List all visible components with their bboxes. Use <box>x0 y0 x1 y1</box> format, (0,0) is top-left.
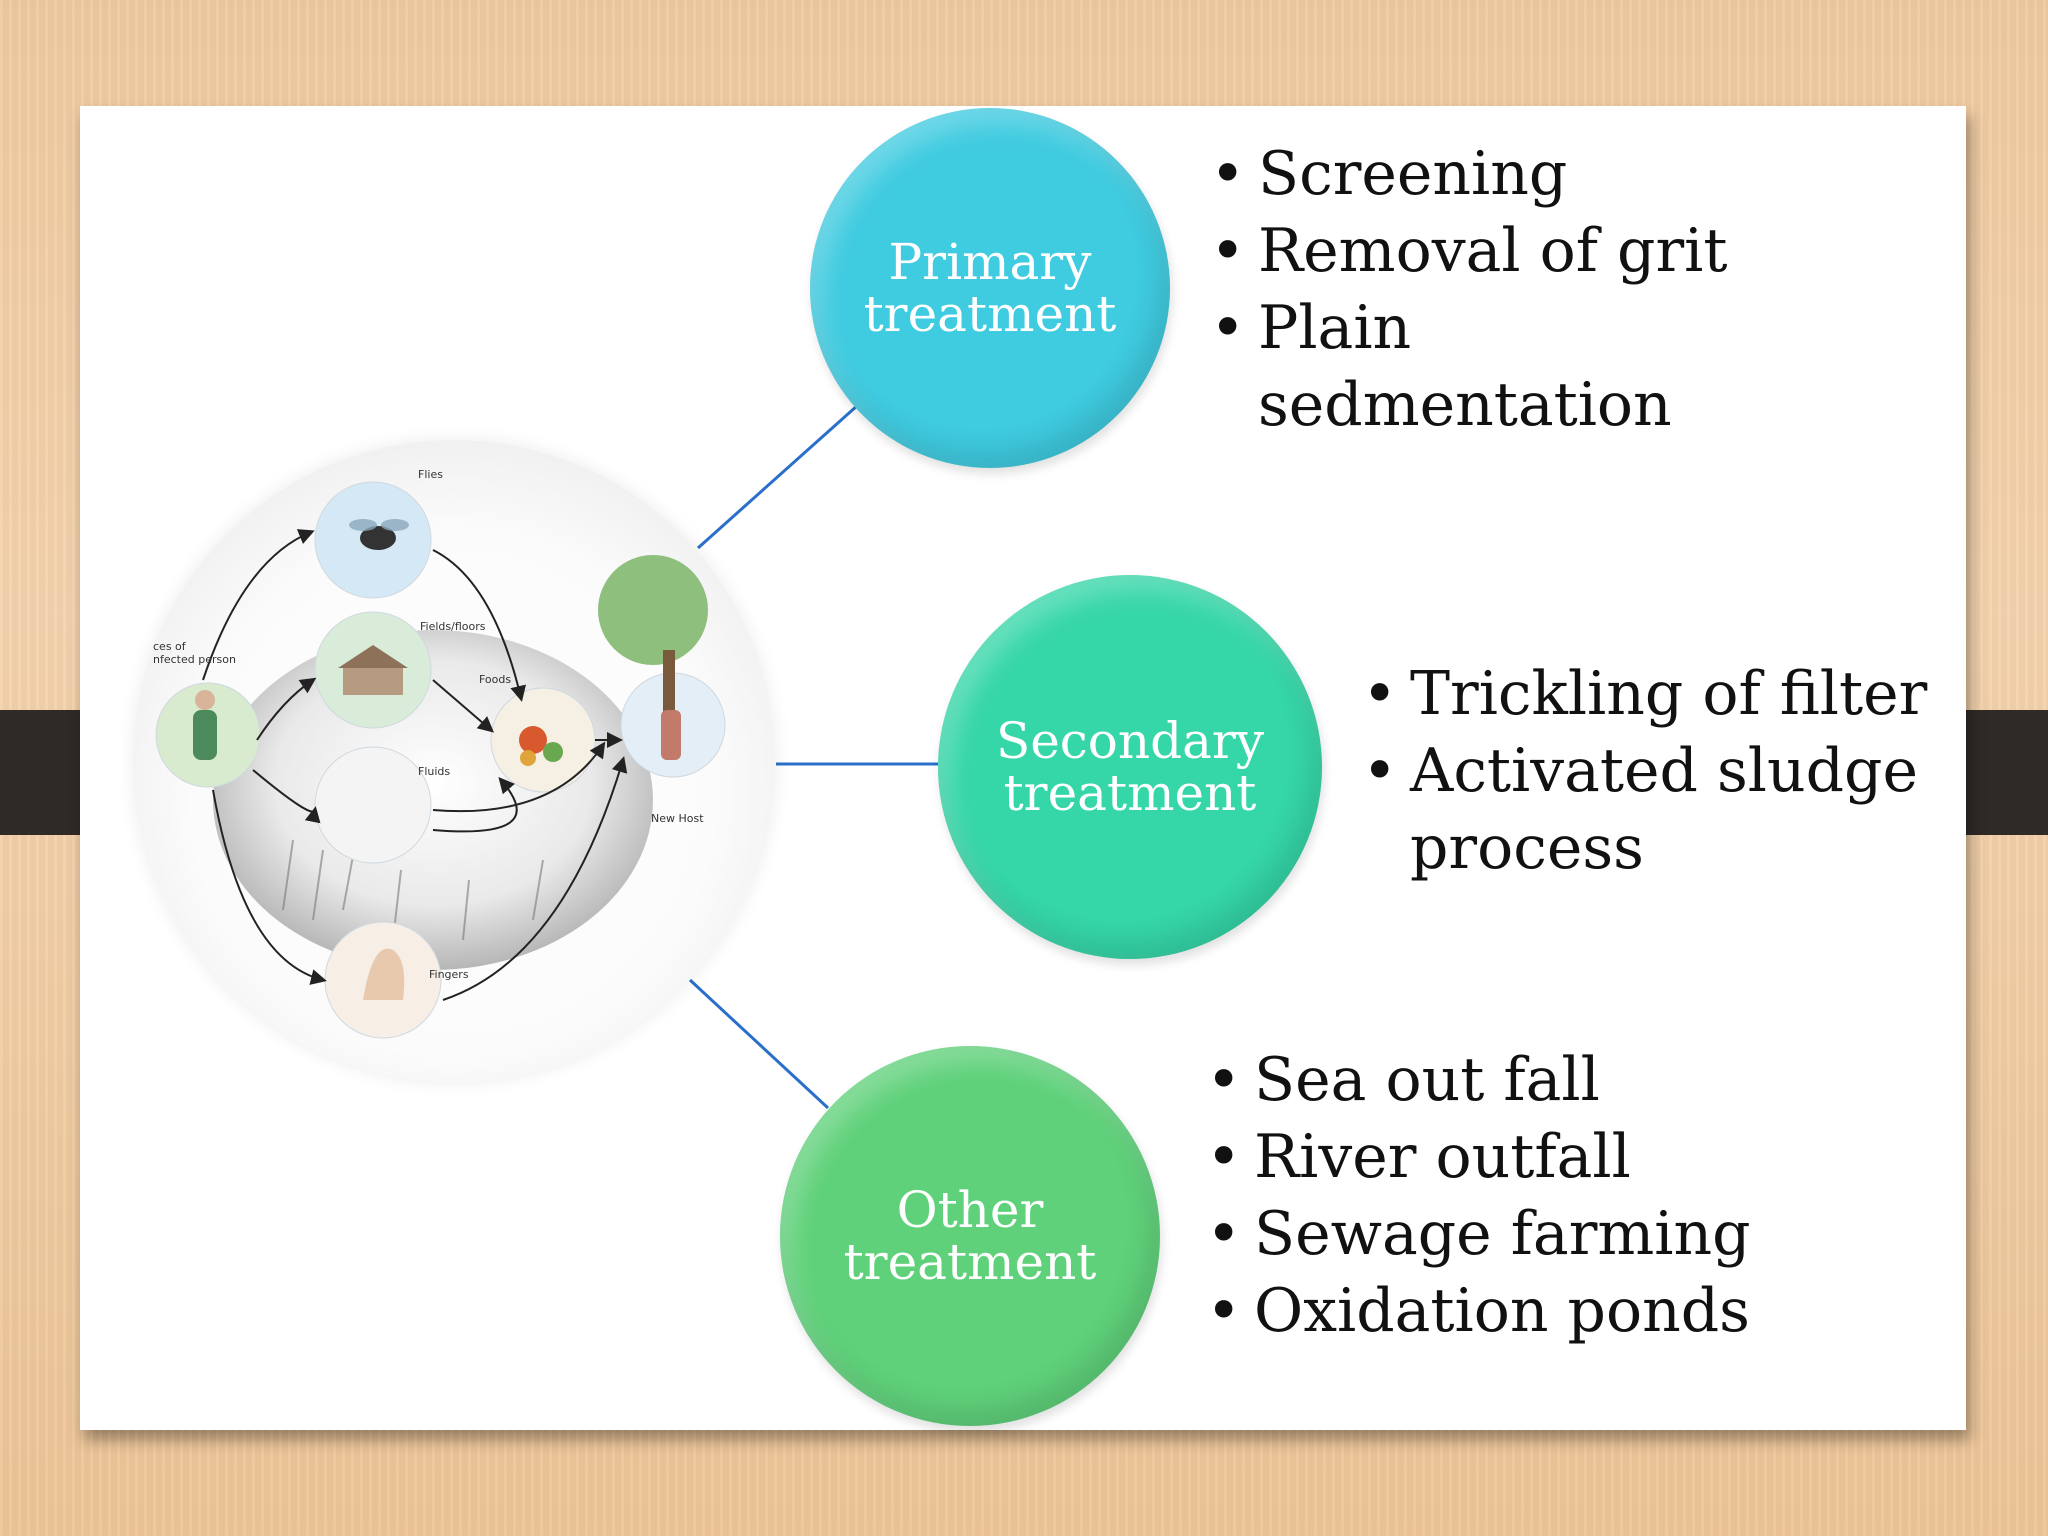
other-title-line2: treatment <box>843 1233 1097 1291</box>
primary-treatment-bubble: Primary treatment <box>810 108 1170 468</box>
list-item: Sewage farming <box>1206 1196 1826 1273</box>
list-item: Removal of grit <box>1210 213 1770 290</box>
label-source: ces of nfected person <box>153 640 236 666</box>
list-item: Sea out fall <box>1206 1042 1826 1119</box>
label-fingers: Fingers <box>429 968 469 981</box>
primary-title-line2: treatment <box>863 285 1117 343</box>
secondary-treatment-list: Trickling of filter Activated sludge pro… <box>1362 656 1962 887</box>
cycle-drawing <box>155 481 726 1039</box>
list-item: Trickling of filter <box>1362 656 1962 733</box>
right-dark-band <box>1960 710 2048 835</box>
label-flies: Flies <box>418 468 443 481</box>
label-fluids: Fluids <box>418 765 451 778</box>
list-item: Oxidation ponds <box>1206 1273 1826 1350</box>
list-item: Screening <box>1210 136 1770 213</box>
fluids-circle <box>314 746 432 864</box>
other-treatment-list: Sea out fall River outfall Sewage farmin… <box>1206 1042 1826 1350</box>
other-title-line1: Other <box>896 1180 1044 1239</box>
list-item: Plain sedmentation <box>1210 290 1770 444</box>
label-fields-floors: Fields/floors <box>420 620 486 633</box>
label-foods: Foods <box>479 673 512 686</box>
label-new-host: New Host <box>651 812 704 825</box>
primary-treatment-list: Screening Removal of grit Plain sedmenta… <box>1210 136 1770 444</box>
secondary-title-line1: Secondary <box>995 711 1265 770</box>
other-treatment-bubble: Other treatment <box>780 1046 1160 1426</box>
list-item: Activated sludge process <box>1362 733 1962 887</box>
left-dark-band <box>0 710 85 835</box>
list-item: River outfall <box>1206 1119 1826 1196</box>
primary-title-line1: Primary <box>888 232 1092 291</box>
secondary-title-line2: treatment <box>1003 764 1257 822</box>
transmission-cycle-illustration: Flies Fields/floors Foods Fluids Fingers… <box>133 440 775 1082</box>
secondary-treatment-bubble: Secondary treatment <box>938 575 1322 959</box>
